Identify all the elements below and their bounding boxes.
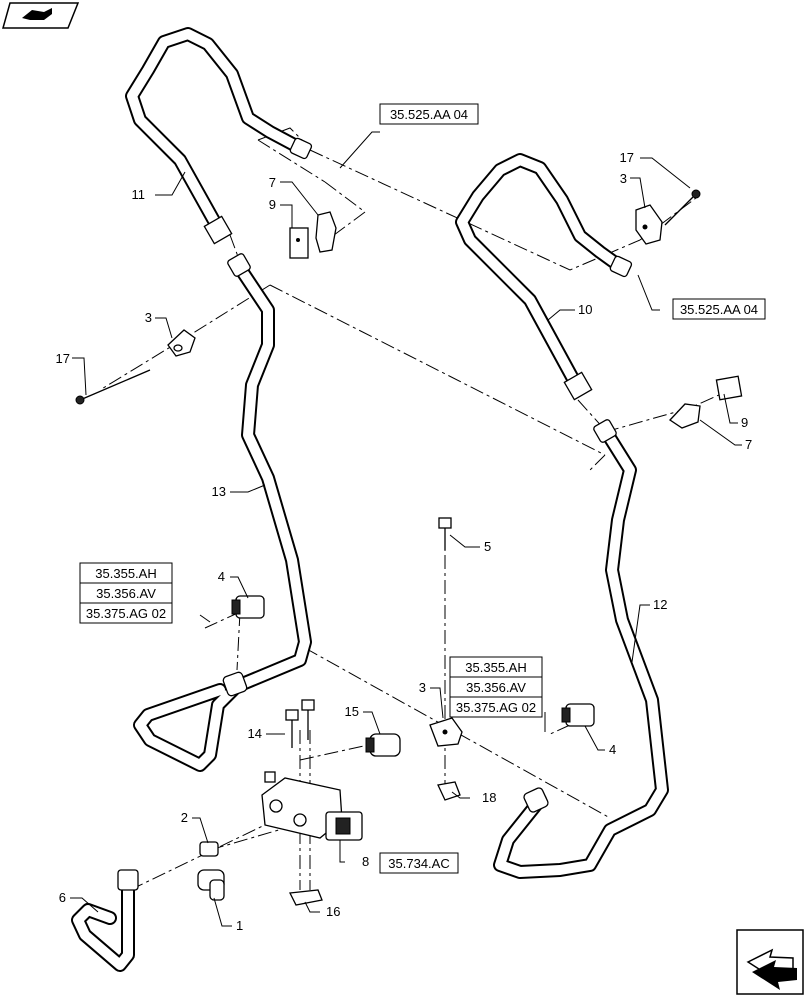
ref-box-center-group[interactable]: 35.355.AH 35.356.AV 35.375.AG 02 [449, 656, 543, 718]
ref-box-right[interactable]: 35.525.AA 04 [672, 298, 766, 320]
bolt-17-left [75, 369, 151, 405]
callout-4-right: 4 [609, 742, 616, 757]
ref-left-1: 35.355.AH [95, 566, 156, 581]
clamp-7-9-top [289, 211, 337, 259]
ref-box-valve[interactable]: 35.734.AC [379, 852, 459, 874]
callout-17-right: 17 [620, 150, 634, 165]
ref-center-1: 35.355.AH [465, 660, 526, 675]
next-page-arrow-icon[interactable] [736, 929, 804, 995]
callout-3-right: 3 [620, 171, 627, 186]
callout-3-left: 3 [145, 310, 152, 325]
fitting-15 [365, 733, 401, 757]
callout-13: 13 [212, 484, 226, 499]
callout-14: 14 [248, 726, 262, 741]
callout-10: 10 [578, 302, 592, 317]
callout-4-left: 4 [218, 569, 225, 584]
callout-1: 1 [236, 918, 243, 933]
pipe-12 [493, 419, 669, 879]
clamp-3-left [167, 329, 196, 357]
pipe-13 [227, 253, 312, 692]
pipe-triangle-left [133, 671, 248, 772]
callout-15: 15 [345, 704, 359, 719]
callout-5: 5 [484, 539, 491, 554]
leaders [70, 131, 742, 927]
bolt-17-right [664, 189, 701, 226]
ref-left-2: 35.356.AV [96, 586, 156, 601]
callout-3-center: 3 [419, 680, 426, 695]
elbow-1 [197, 869, 225, 901]
clamp-3-right [635, 204, 663, 245]
fitting-2 [199, 841, 219, 857]
pipe-6 [71, 869, 139, 972]
callout-12: 12 [653, 597, 667, 612]
ref-box-left-group[interactable]: 35.355.AH 35.356.AV 35.375.AG 02 [79, 562, 173, 624]
ref-text-right: 35.525.AA 04 [680, 302, 758, 317]
ref-box-top-left[interactable]: 35.525.AA 04 [379, 103, 479, 125]
callout-11: 11 [132, 187, 146, 202]
ref-left-3: 35.375.AG 02 [86, 606, 166, 621]
pipe-10 [455, 153, 633, 401]
nut-18 [437, 781, 461, 801]
callout-18: 18 [482, 790, 496, 805]
bolt-14 [285, 699, 315, 748]
book-arrow-icon[interactable] [2, 2, 80, 29]
callout-9-right: 9 [741, 415, 748, 430]
ref-center-2: 35.356.AV [466, 680, 526, 695]
centerlines [99, 127, 731, 891]
callouts: 11 7 9 3 17 13 4 10 17 3 9 7 5 12 3 4 14… [56, 150, 753, 933]
callout-7-right: 7 [745, 437, 752, 452]
bracket-16 [288, 889, 323, 906]
callout-7-top: 7 [269, 175, 276, 190]
callout-9-top: 9 [269, 197, 276, 212]
ref-center-3: 35.375.AG 02 [456, 700, 536, 715]
clamp-3-center [429, 717, 463, 747]
ref-text-top-left: 35.525.AA 04 [390, 107, 468, 122]
ref-text-valve: 35.734.AC [388, 856, 449, 871]
callout-6: 6 [59, 890, 66, 905]
callout-17-left: 17 [56, 351, 70, 366]
callout-8: 8 [362, 854, 369, 869]
clamp-7-9-right [669, 375, 743, 429]
pipe-11 [125, 27, 313, 245]
callout-2: 2 [181, 810, 188, 825]
callout-16: 16 [326, 904, 340, 919]
valve-8 [261, 771, 363, 841]
bolt-5 [438, 517, 452, 550]
fitting-4-right [561, 703, 595, 727]
fitting-4-left [231, 595, 265, 619]
